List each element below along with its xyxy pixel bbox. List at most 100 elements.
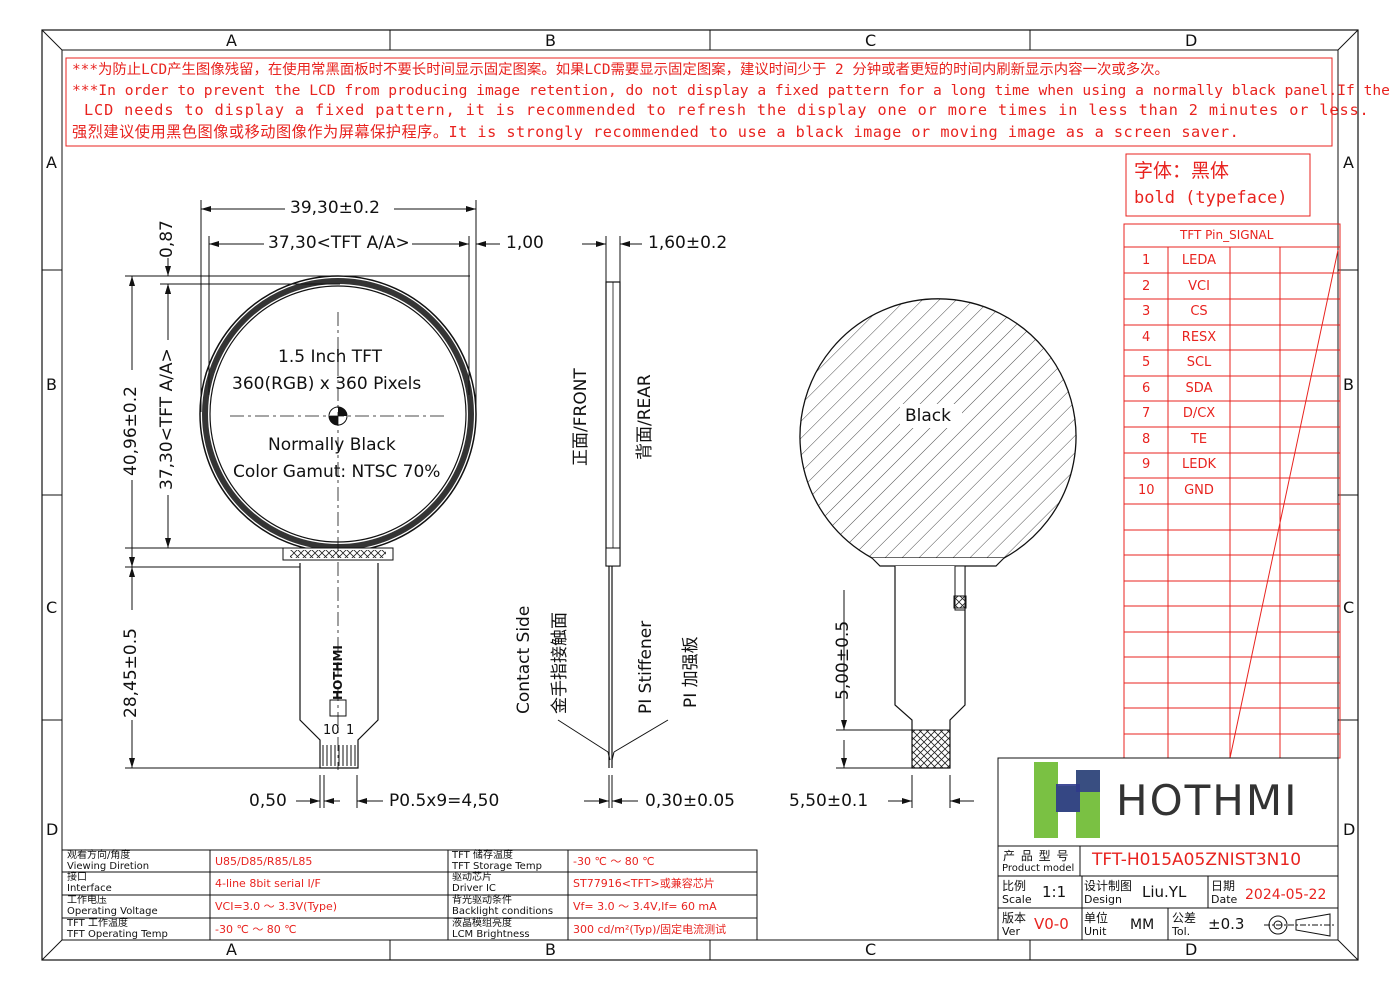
label-pi-stiffener: PI Stiffener (636, 620, 656, 714)
label-rear: 背面/REAR (635, 374, 655, 460)
pin-signal: RESX (1181, 329, 1217, 345)
notice-line-4: 强烈建议使用黑色图像或移动图像作为屏幕保护程序。It is strongly r… (72, 123, 1240, 141)
spec-label-cn: TFT 工作温度 (67, 918, 128, 929)
pin-signal: SDA (1185, 380, 1213, 396)
pin-signal: CS (1190, 304, 1208, 319)
pin-table-grid (1123, 223, 1341, 759)
dim-top-offset: 0,87 (157, 220, 177, 258)
fpc-tail (299, 563, 379, 769)
grid-row-a-right: A (1343, 153, 1354, 172)
dim-stiffener-width: 5,50±0.1 (789, 791, 869, 811)
dim-side-thickness: 1,60±0.2 (648, 233, 728, 253)
front-view (199, 275, 477, 770)
typeface-box (1125, 153, 1311, 217)
label-display-mode: Normally Black (268, 435, 396, 455)
pin-number: 7 (1142, 406, 1151, 421)
tb-tol-label-cn: 公差 (1172, 911, 1197, 925)
spec-label-cn: 液晶模组亮度 (452, 918, 512, 929)
typeface-en: bold (typeface) (1134, 188, 1288, 208)
tb-scale-value: 1:1 (1042, 883, 1067, 901)
grid-row-b-left: B (46, 375, 57, 394)
dim-outline-height: 40,96±0.2 (121, 386, 141, 476)
pin-signal: D/CX (1182, 406, 1216, 421)
dim-fpc-thickness: 0,30±0.05 (645, 791, 735, 811)
spec-label-en: LCM Brightness (452, 929, 530, 940)
spec-label-cn: 背光驱动条件 (452, 895, 512, 906)
pin-number: 10 (1138, 482, 1155, 498)
title-block-grid (997, 757, 1339, 941)
pin-number: 2 (1142, 278, 1151, 294)
spec-label-cn: 接口 (67, 872, 87, 883)
grid-col-a-top: A (226, 31, 237, 50)
fpc-pin-last: 1 (346, 723, 355, 738)
pin-number: 4 (1142, 329, 1151, 345)
tb-unit-label-en: Unit (1084, 925, 1107, 938)
side-view (557, 236, 669, 808)
pin-number: 3 (1142, 304, 1151, 319)
spec-label-cn: 驱动芯片 (452, 872, 492, 883)
tb-tol-value: ±0.3 (1208, 915, 1245, 933)
spec-label-en: Interface (67, 883, 112, 894)
tb-model-value: TFT-H015A05ZNIST3N10 (1092, 850, 1302, 870)
label-resolution: 360(RGB) x 360 Pixels (232, 374, 422, 394)
tb-unit-value: MM (1130, 917, 1155, 933)
dim-pitch: P0.5x9=4,50 (389, 791, 500, 811)
spec-label-en: TFT Storage Temp (452, 861, 542, 872)
grid-row-c-left: C (46, 598, 58, 617)
notice-line-1: ***为防止LCD产生图像残留，在使用常黑面板时不要长时间显示固定图案。如果LC… (72, 62, 1169, 78)
spec-value: VCI=3.0 ～ 3.3V(Type) (215, 900, 338, 913)
front-dimensions (125, 200, 500, 808)
dim-outline-width: 39,30±0.2 (290, 198, 380, 218)
spec-label-cn: 工作电压 (67, 895, 107, 906)
tb-model-label-cn: 产 品 型 号 (1003, 849, 1070, 863)
fpc-gold-fingers (322, 745, 356, 766)
tb-date-value: 2024-05-22 (1245, 887, 1327, 903)
dim-pitch-left: 0,50 (249, 791, 287, 811)
grid-col-b-top: B (545, 31, 556, 50)
logo-mark (1034, 762, 1100, 838)
grid-row-a-left: A (46, 153, 57, 172)
grid-row-d-right: D (1343, 820, 1356, 839)
label-front: 正面/FRONT (571, 368, 591, 466)
spec-label-en: Viewing Diretion (67, 861, 150, 872)
pin-number: 8 (1142, 431, 1151, 447)
tb-ver-value: V0-0 (1034, 915, 1069, 933)
tb-design-label-cn: 设计制图 (1084, 879, 1133, 893)
pin-signal: SCL (1186, 355, 1212, 370)
pin-number: 6 (1142, 380, 1151, 396)
tb-date-label-en: Date (1211, 893, 1238, 906)
spec-label-cn: TFT 储存温度 (452, 850, 513, 861)
grid-col-c-bottom: C (865, 940, 877, 959)
notice-line-2: ***In order to prevent the LCD from prod… (72, 82, 1390, 99)
typeface-cn: 字体：黑体 (1134, 160, 1230, 182)
label-back-black: Black (905, 406, 951, 426)
label-contact-side: Contact Side (514, 605, 534, 714)
grid-col-a-bottom: A (226, 940, 237, 959)
spec-label-cn: 观看方向/角度 (67, 850, 131, 861)
tb-date-label-cn: 日期 (1211, 879, 1236, 893)
grid-col-b-bottom: B (545, 940, 556, 959)
pin-signal: TE (1190, 431, 1208, 447)
fpc-pin-first: 10 (323, 723, 340, 738)
tb-model-label-en: Product model (1002, 863, 1075, 874)
spec-label-en: Operating Voltage (67, 906, 158, 917)
grid-row-d-left: D (46, 820, 59, 839)
spec-value: ST77916<TFT>或兼容芯片 (573, 877, 715, 890)
grid-row-c-right: C (1343, 598, 1355, 617)
projection-symbol (1264, 913, 1334, 937)
grid-col-d-bottom: D (1185, 940, 1198, 959)
spec-label-en: Driver IC (452, 883, 496, 894)
tb-design-label-en: Design (1084, 893, 1122, 906)
pin-table-title: TFT Pin_SIGNAL (1180, 228, 1274, 242)
grid-row-b-right: B (1343, 375, 1354, 394)
spec-value: 4-line 8bit serial I/F (215, 877, 321, 890)
grid-col-d-top: D (1185, 31, 1198, 50)
tb-unit-label-cn: 单位 (1084, 911, 1109, 925)
dim-aa-height: 37,30<TFT A/A> (157, 348, 177, 490)
logo-text: HOTHMI (1116, 776, 1299, 825)
pin-number: 5 (1142, 355, 1151, 370)
tb-ver-label-cn: 版本 (1002, 911, 1027, 925)
dim-fpc-length: 28,45±0.5 (121, 628, 141, 718)
